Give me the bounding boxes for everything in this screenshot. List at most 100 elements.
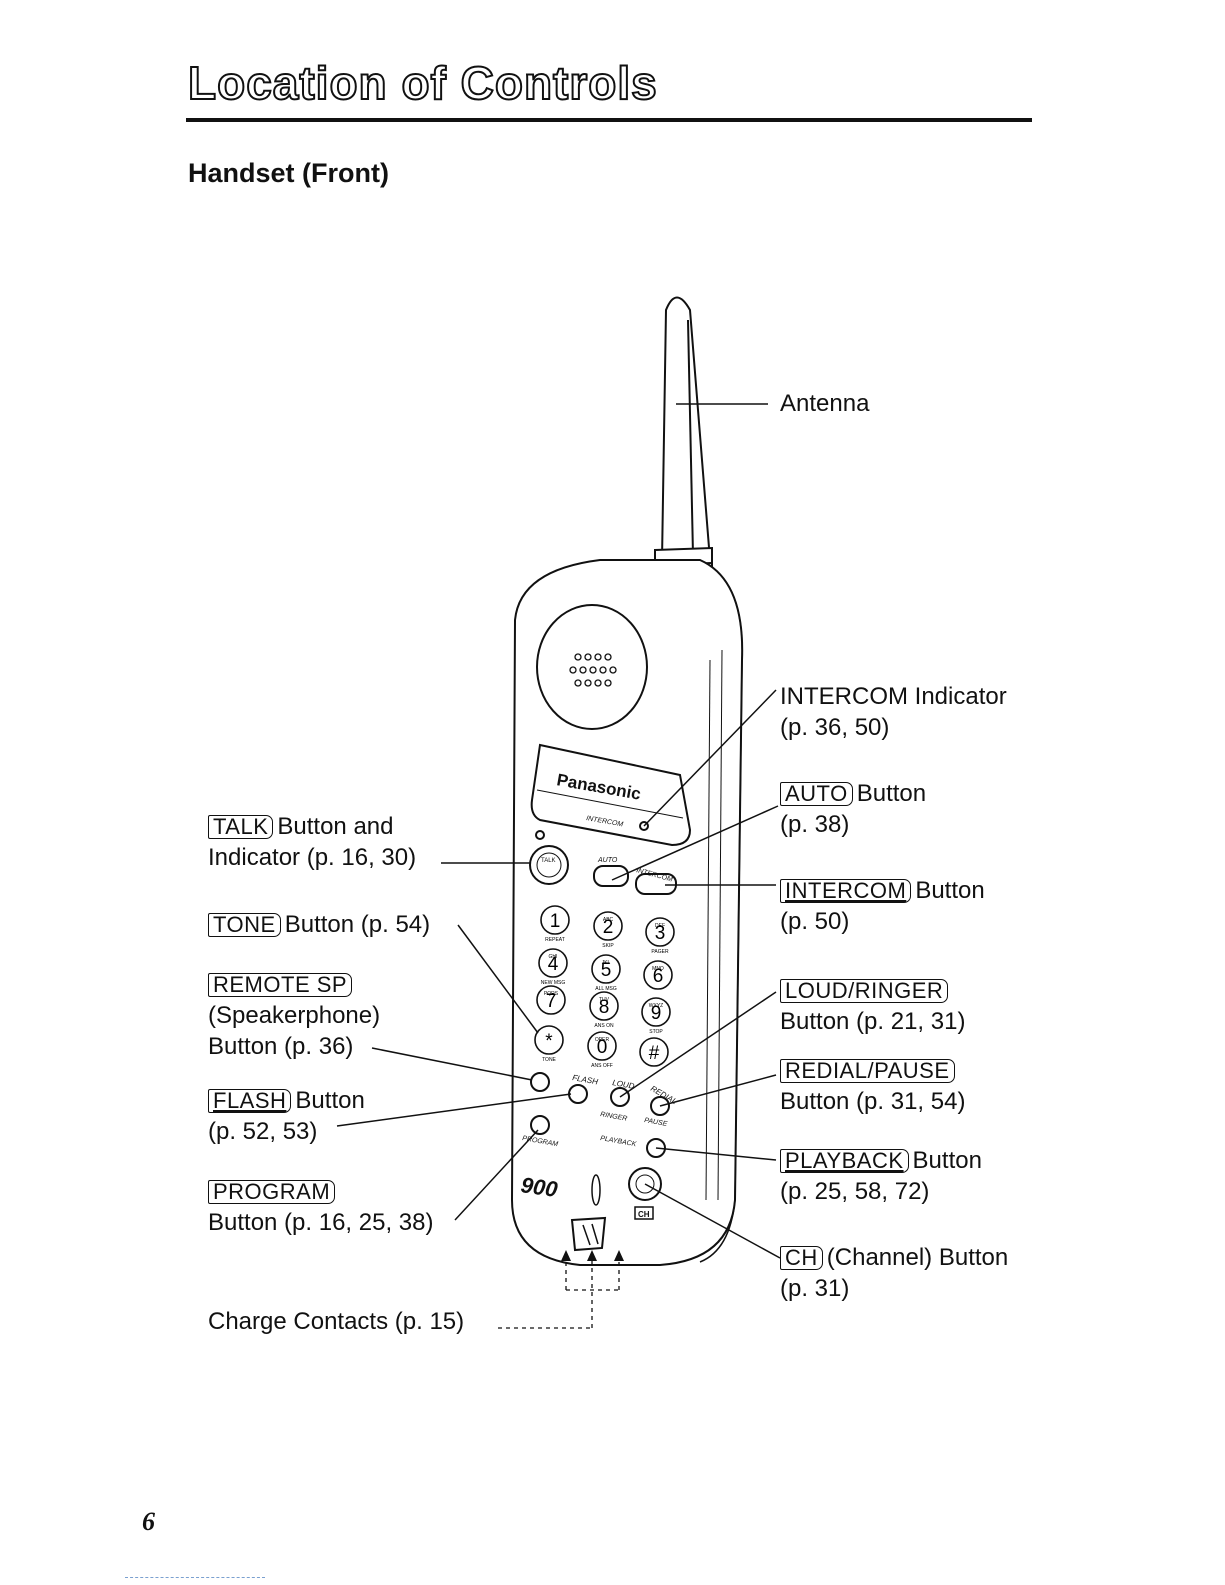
keypad-letters: ABC	[603, 917, 614, 923]
leader-auto	[611, 805, 779, 881]
keypad-digit: 4	[548, 954, 559, 975]
auto-button	[593, 865, 629, 887]
keypad-digit: 3	[655, 923, 666, 944]
loud-ringer-key: LOUD/RINGER	[780, 979, 949, 1003]
talk-key: TALK	[208, 815, 274, 839]
keypad-sub-label: ANS ON	[594, 1023, 614, 1029]
tone-key: TONE	[208, 913, 281, 937]
antenna-shape	[660, 296, 712, 561]
auto-key: AUTO	[780, 782, 853, 806]
program-button	[530, 1115, 550, 1135]
intercom-button	[635, 873, 677, 895]
keypad-letters: DEF	[655, 923, 665, 929]
charge-contact-arrows	[561, 1250, 624, 1261]
keypad-digit: 6	[653, 966, 664, 987]
ch-print: CH	[638, 1210, 650, 1219]
ch-button	[628, 1167, 662, 1201]
flash-key: FLASH	[208, 1089, 292, 1113]
keypad-letters: PQRS	[544, 991, 559, 997]
microphone-slot	[591, 1174, 601, 1206]
playback-key: PLAYBACK	[780, 1149, 909, 1173]
keypad-letters: WXYZ	[649, 1003, 663, 1009]
title-rule	[186, 118, 1032, 122]
keypad-sub-label: PAGER	[651, 949, 669, 955]
leader-redial-pause	[659, 1074, 777, 1107]
label-intercom-indicator: INTERCOM Indicator (p. 36, 50)	[780, 683, 1007, 741]
label-program: PROGRAM Button (p. 16, 25, 38)	[208, 1179, 434, 1236]
keypad-digit: #	[649, 1043, 660, 1064]
page-number: 6	[142, 1507, 155, 1536]
pause-print: PAUSE	[644, 1117, 668, 1128]
ringer-print: RINGER	[600, 1111, 628, 1123]
keypad-letters: OPER	[595, 1037, 610, 1043]
keypad-digit: 9	[651, 1003, 662, 1024]
bottom-rule	[125, 1577, 265, 1578]
page-title: Location of Controls	[187, 56, 658, 110]
display-window	[530, 743, 692, 847]
keypad-sub-label: NEW MSG	[541, 980, 566, 986]
keypad-letters: MNO	[652, 966, 664, 972]
keypad-key-star[interactable]: * TONE	[534, 1025, 564, 1063]
remote-sp-key: REMOTE SP	[208, 973, 353, 997]
keypad-sub-label: STOP	[649, 1029, 663, 1035]
keypad-sub-label: TONE	[542, 1057, 556, 1063]
frequency-mark: 900	[519, 1172, 560, 1202]
section-subtitle: Handset (Front)	[188, 158, 389, 188]
keypad-letters: GHI	[549, 954, 558, 960]
keypad-sub-label: REPEAT	[545, 937, 565, 943]
redial-pause-button	[650, 1096, 670, 1116]
keypad-sub-label: ANS OFF	[591, 1063, 613, 1069]
label-charge-contacts: Charge Contacts (p. 15)	[208, 1308, 465, 1335]
label-loud-ringer: LOUD/RINGER Button (p. 21, 31)	[780, 978, 966, 1035]
keypad-digit: 2	[603, 917, 614, 938]
leader-program	[454, 1129, 539, 1221]
keypad-key-hash[interactable]: #	[639, 1037, 669, 1067]
ch-label-box	[634, 1206, 654, 1220]
label-redial-pause: REDIAL/PAUSE Button (p. 31, 54)	[780, 1058, 966, 1115]
leader-tone	[457, 924, 539, 1034]
leader-intercom-indicator	[643, 689, 777, 827]
leader-flash	[336, 1093, 572, 1127]
leader-remote-sp	[371, 1047, 533, 1081]
leader-charge-contacts	[498, 1256, 620, 1329]
leader-ch	[644, 1183, 781, 1259]
charge-contacts	[570, 1216, 607, 1252]
keypad-digit: 8	[599, 997, 610, 1018]
keypad-sub-label: ALL MSG	[595, 986, 617, 992]
keypad-digit: 5	[601, 960, 612, 981]
keypad-digit: *	[545, 1031, 553, 1052]
leader-lines	[336, 403, 781, 1259]
ch-key: CH	[780, 1246, 823, 1270]
keypad-digit: 1	[550, 911, 561, 932]
program-key: PROGRAM	[208, 1180, 336, 1204]
keypad-digit: 7	[546, 991, 557, 1012]
leader-loud-ringer	[619, 991, 777, 1098]
keypad-digit: 0	[597, 1037, 608, 1058]
flash-print: FLASH	[572, 1073, 599, 1086]
intercom-indicator-light	[639, 821, 649, 831]
loud-ringer-button	[610, 1087, 630, 1107]
talk-print: TALK	[541, 858, 556, 864]
speaker-holes	[569, 653, 617, 687]
earpiece	[536, 604, 648, 730]
redial-pause-key: REDIAL/PAUSE	[780, 1059, 955, 1083]
keypad-letters: JKL	[602, 960, 611, 966]
keypad-sub-label: SKIP	[602, 943, 614, 949]
